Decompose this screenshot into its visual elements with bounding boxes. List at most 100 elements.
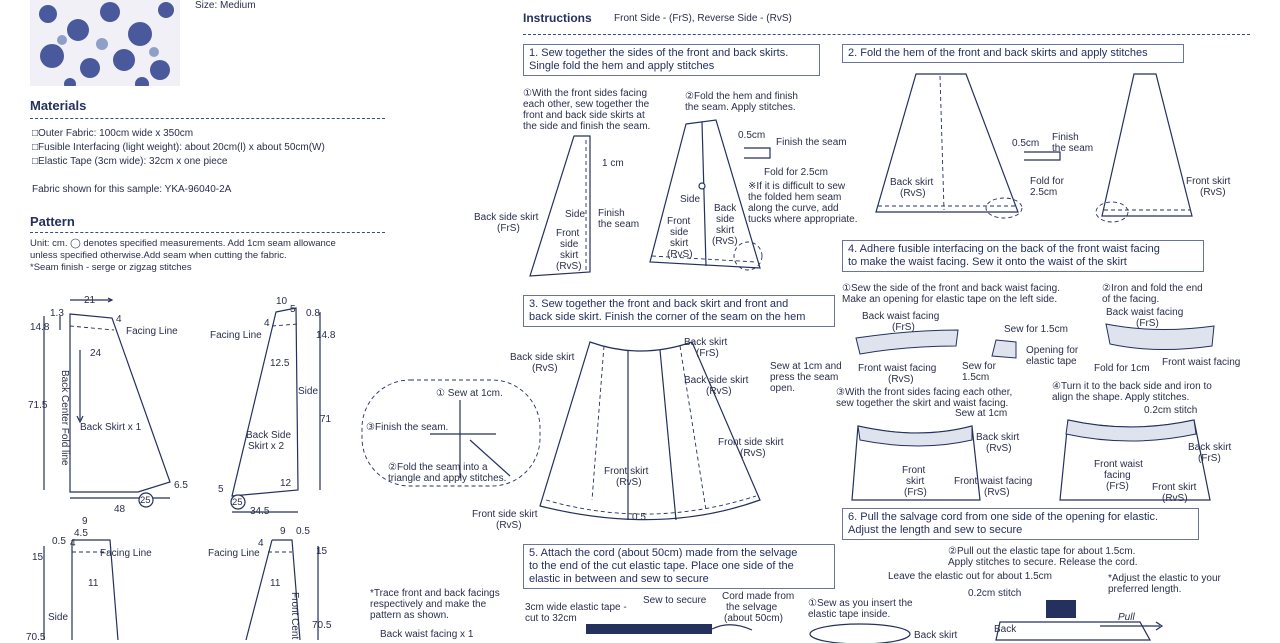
pattern-note: Unit: cm. ◯ denotes specified measuremen… [30,238,336,249]
step-note: tucks where appropriate. [748,214,858,225]
dim-label: 9 [82,516,88,527]
trace-note: *Trace front and back facings [370,588,500,599]
dim-label: 12 [280,478,292,489]
diagram-label: Sew at 1cm [955,408,1008,419]
diagram-label: Back skirt [890,177,934,188]
step-text: front and back side skirts at [523,110,645,121]
step-text: ④Turn it to the back side and iron to [1052,381,1212,392]
dim-label: 1.3 [50,308,64,319]
step-text: ①Sew the side of the front and back wais… [842,283,1060,294]
diagram-label: (RvS) [986,443,1012,454]
dim-label: 6.5 [174,480,188,491]
facing-line-label: Facing Line [208,548,260,559]
step-note: along the curve, add [748,203,839,214]
diagram-label: (RvS) [740,448,766,459]
diagram-label: Finish [1052,132,1079,143]
diagram-label: (RvS) [1200,187,1226,198]
diagram-label: Finish the seam [776,137,847,148]
dim-label: 5 [290,304,296,315]
dim-label: 0.8 [306,308,320,319]
diagram-label: side [716,214,735,225]
diagram-label: (FrS) [1106,481,1129,492]
diagram-label: Front skirt [1152,482,1197,493]
dim-label: 4 [70,538,76,549]
diagram-label: Front side skirt [472,509,538,520]
step1-title: 1. Sew together the sides of the front a… [523,44,820,76]
step-text: ②Iron and fold the end [1102,283,1203,294]
pattern-diagrams [43,297,321,641]
dim-label: 25 [232,497,243,508]
diagram-label: (RvS) [556,261,582,272]
step-text: ②Fold the hem and finish [685,91,798,102]
dim-label: 0.5 [296,526,310,537]
detail-label: ① Sew at 1cm. [436,388,503,399]
diagram-label: Back side skirt [684,375,749,386]
diagram-label: (FrS) [892,322,915,333]
dim-label: 10 [276,296,288,307]
diagram-label: Fold for [1030,176,1064,187]
diagram-label: (RvS) [1162,493,1188,504]
diagram-label: Back waist facing [1106,307,1184,318]
step-note: the folded hem seam [748,192,842,203]
diagram-label: Front waist facing [858,363,937,374]
dim-label: 11 [270,578,281,589]
skirt-photo [30,0,180,86]
diagram-label: Leave the elastic out for about 1.5cm [888,571,1052,582]
diagram-label: Sew for 1.5cm [1004,324,1068,335]
dim-label: 34.5 [250,506,270,517]
step2-title: 2. Fold the hem of the front and back sk… [842,44,1184,63]
facing-line-label: Facing Line [126,326,178,337]
diagram-label: press the seam [770,372,839,383]
diagram-label: Side [680,194,701,205]
step-text: each other, sew together the [523,99,650,110]
piece-label: Back Side [246,430,292,441]
step3-title: 3. Sew together the front and back skirt… [523,295,835,327]
dim-label: 25 [140,495,151,506]
diagram-label: Back [994,624,1017,635]
diagram-label: (RvS) [900,188,926,199]
step-text: of the facing. [1102,294,1160,305]
detail-label: ③Finish the seam. [366,422,449,433]
diagram-label: Back waist facing [862,311,940,322]
diagram-label: Opening for [1026,345,1079,356]
material-item: □Outer Fabric: 100cm wide x 350cm [32,128,194,139]
diagram-label: Pull [1118,612,1135,623]
diagram-label: the selvage [726,602,778,613]
diagram-label: Fold for 2.5cm [764,167,828,178]
dim-label: 70.5 [312,620,332,631]
dim-label: 71 [320,414,332,425]
diagram-label: skirt [560,250,579,261]
diagram-label: Front side skirt [718,437,784,448]
diagram-label: (RvS) [888,374,914,385]
diagram-label: Back [714,203,737,214]
diagram-label: (RvS) [616,477,642,488]
diagram-label: Back skirt [1188,442,1232,453]
dim-label: 15 [316,546,328,557]
diagram-label: (RvS) [984,487,1010,498]
dim-label: 15 [32,552,44,563]
detail-label: triangle and apply stitches. [388,473,507,484]
diagram-label: Back skirt [914,630,958,641]
dim-label: 21 [84,295,96,306]
piece-label: Skirt x 2 [248,441,285,452]
diagram-label: Sew to secure [643,595,707,606]
dim-label: 70.5 [26,632,46,643]
diagram-label: Sew at 1cm and [770,361,842,372]
diagram-label: (RvS) [532,363,558,374]
step4-title: 4. Adhere fusible interfacing on the bac… [842,240,1204,272]
diagram-label: skirt [906,476,925,487]
diagram-label: Back side skirt [474,212,539,223]
diagram-label: Side [565,209,586,220]
dim-label: 9 [280,526,286,537]
dim-label: 5 [218,484,224,495]
step-text: ③With the front sides facing each other, [836,387,1013,398]
diagram-label: 0.5cm [738,130,766,141]
diagram-label: (about 50cm) [724,613,783,624]
diagram-label: Back skirt [684,337,728,348]
size-label: Size: Medium [195,0,256,11]
diagram-label: Front [667,216,691,227]
fabric-note: Fabric shown for this sample: YKA-96040-… [32,184,232,195]
dim-label: 4.5 [74,528,88,539]
diagram-label: 3cm wide elastic tape - [525,602,627,613]
step-text: align the shape. Apply stitches. [1052,392,1190,403]
